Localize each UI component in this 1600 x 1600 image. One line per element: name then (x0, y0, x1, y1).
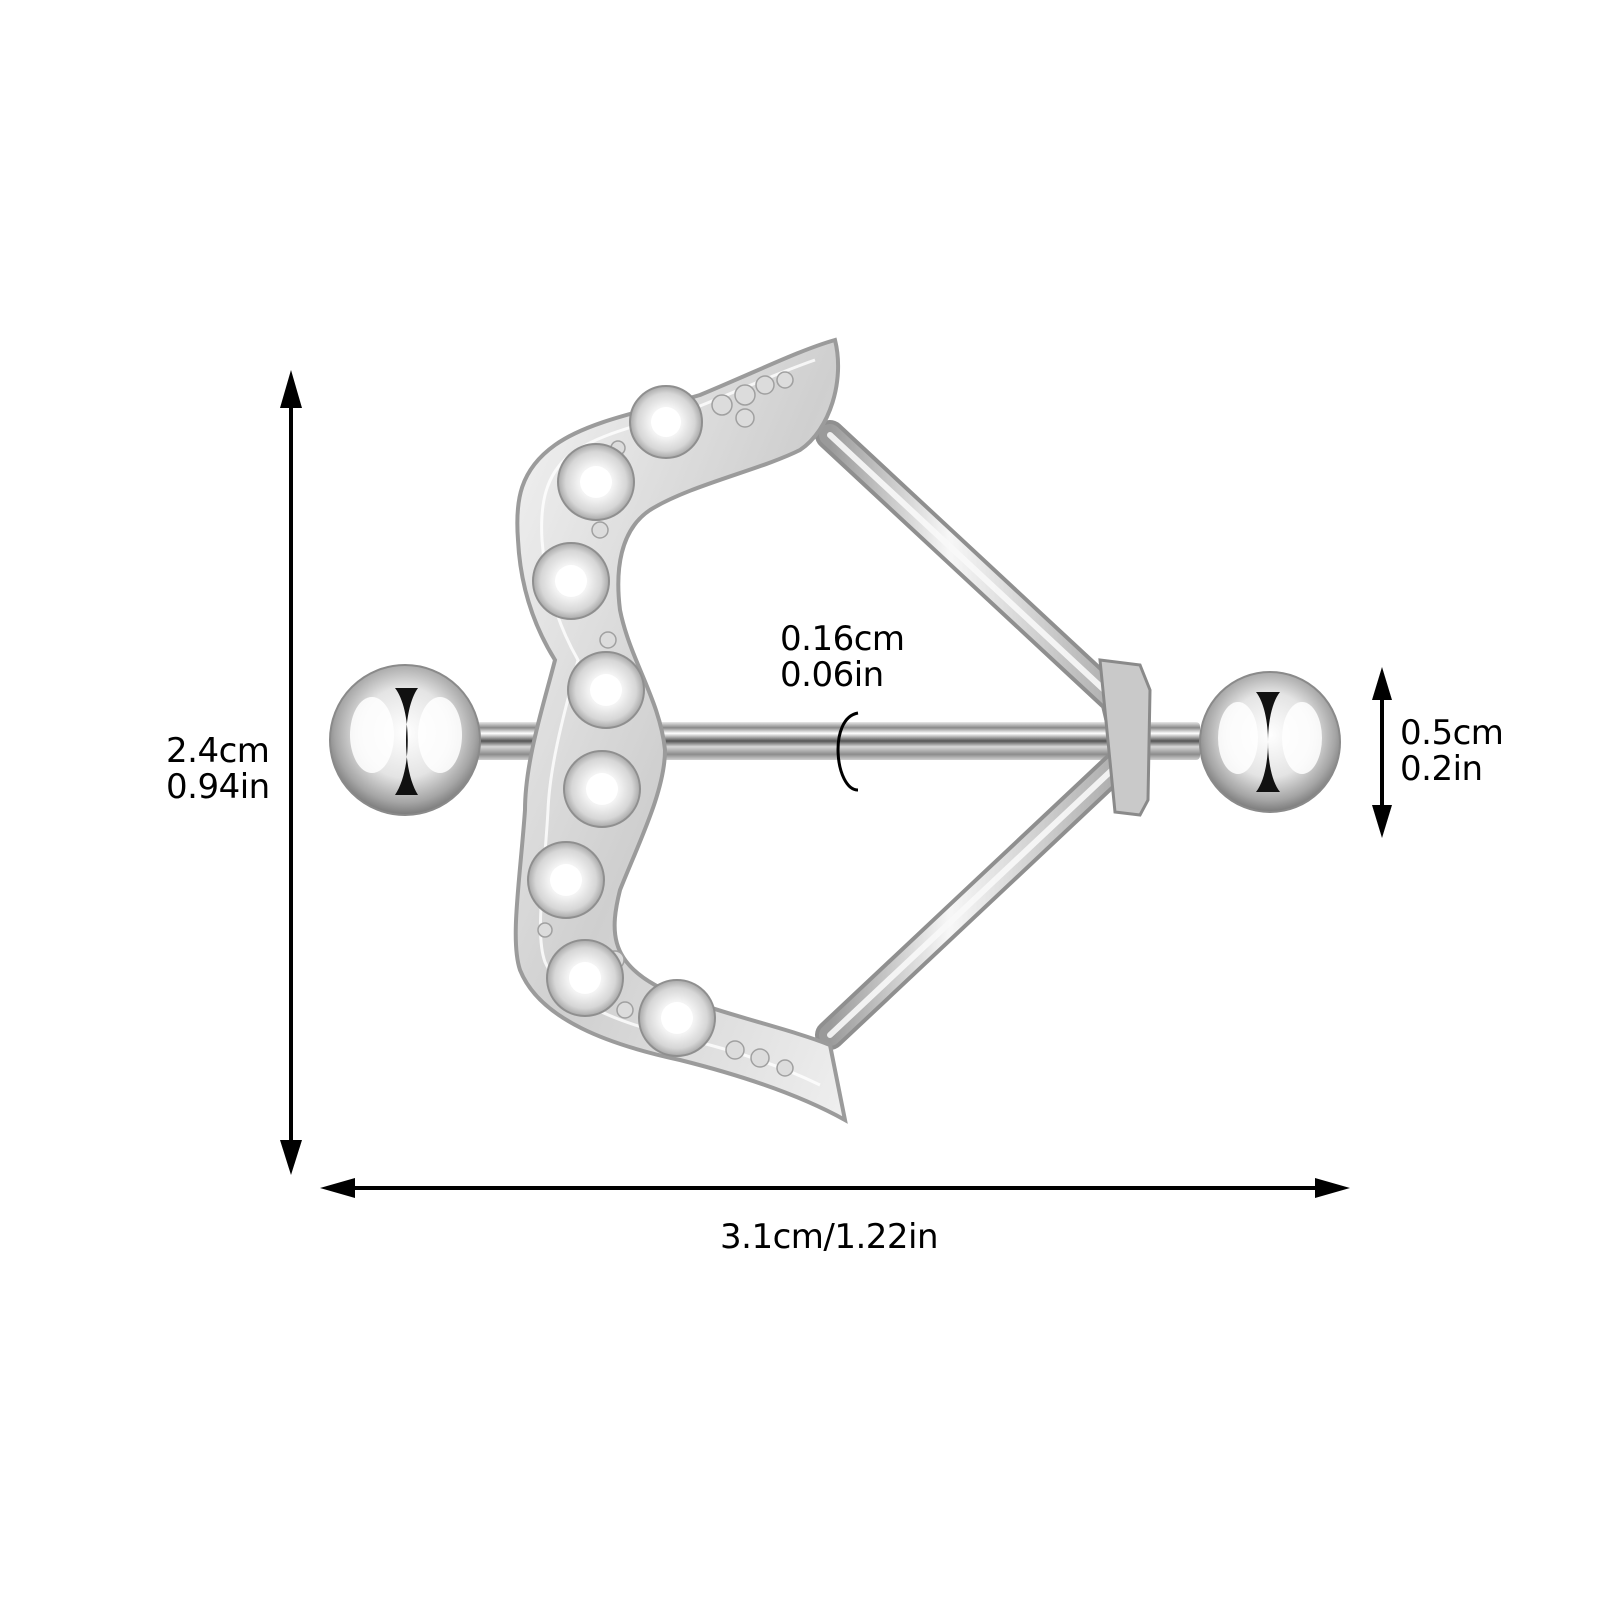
left-ball-end (329, 664, 481, 816)
crystal (567, 651, 645, 729)
bow-wire-frame (815, 420, 1152, 1050)
crystal (532, 542, 610, 620)
crystal (638, 979, 716, 1057)
crystal (557, 443, 635, 521)
height-cm-text: 2.4cm (166, 731, 270, 771)
gauge-indicator-icon (836, 711, 859, 792)
right-ball-end (1199, 671, 1341, 813)
ball-size-dimension-arrow (1372, 667, 1392, 838)
gauge-in-text: 0.06in (780, 655, 884, 695)
width-label: 3.1cm/1.22in (720, 1217, 939, 1257)
crystal (527, 841, 605, 919)
crystal (563, 750, 641, 828)
width-dimension-arrow (320, 1178, 1350, 1198)
height-dimension-arrow (280, 370, 302, 1175)
gauge-label: 0.16cm 0.06in (780, 621, 905, 693)
height-label: 2.4cm 0.94in (166, 733, 270, 805)
ball-in-text: 0.2in (1400, 749, 1483, 789)
crystal (546, 939, 624, 1017)
crystal (629, 385, 703, 459)
bow-shield (513, 337, 848, 1124)
gauge-cm-text: 0.16cm (780, 619, 905, 659)
width-text: 3.1cm/1.22in (720, 1217, 939, 1257)
ball-size-label: 0.5cm 0.2in (1400, 713, 1504, 789)
ball-cm-text: 0.5cm (1400, 713, 1504, 753)
crystals (527, 385, 716, 1057)
height-in-text: 0.94in (166, 767, 270, 807)
